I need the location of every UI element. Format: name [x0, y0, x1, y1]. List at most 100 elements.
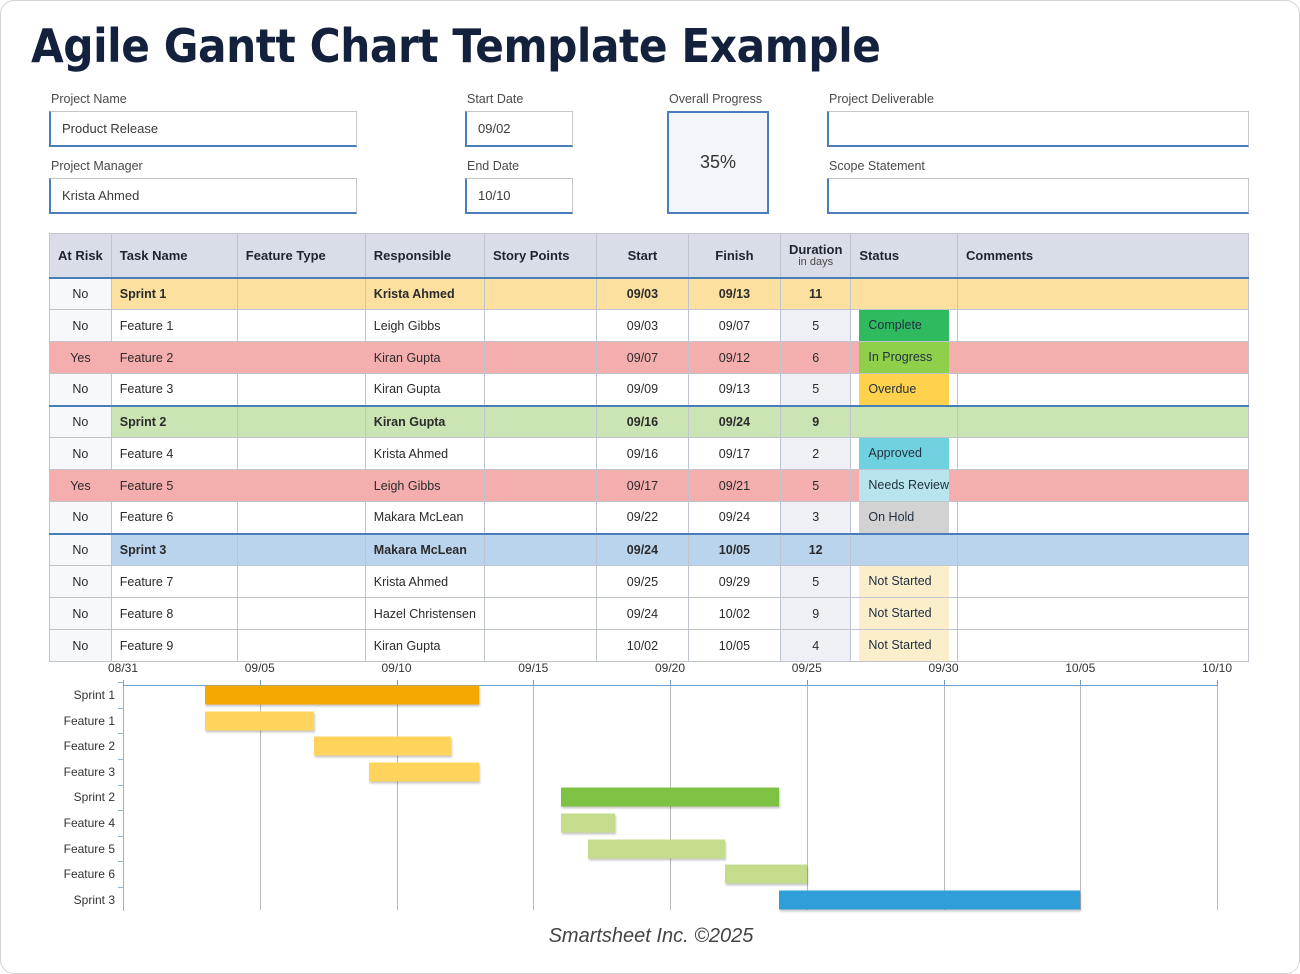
- gantt-row-label: Feature 4: [63, 816, 115, 830]
- cell-duration: 2: [779, 437, 852, 470]
- table-header-row: At Risk Task Name Feature Type Responsib…: [49, 233, 1250, 279]
- cell-task-name: Feature 4: [110, 437, 238, 470]
- gantt-bar[interactable]: [560, 813, 616, 833]
- cell-responsible: Leigh Gibbs: [364, 469, 485, 502]
- cell-task-name: Feature 2: [110, 341, 238, 374]
- cell-status: Not Started: [850, 629, 958, 662]
- gantt-row-label: Sprint 2: [73, 790, 115, 805]
- cell-duration: 5: [779, 565, 852, 598]
- cell-status: Approved: [850, 437, 958, 470]
- col-at-risk-label: At Risk: [58, 247, 103, 263]
- cell-start: 09/16: [595, 404, 689, 438]
- cell-start: 10/02: [595, 629, 689, 662]
- cell-finish: 10/02: [687, 597, 781, 630]
- cell-feature-type: [236, 341, 366, 374]
- start-date-label: Start Date: [467, 92, 524, 106]
- gantt-x-tick: [806, 680, 808, 686]
- cell-finish: 09/13: [687, 276, 781, 310]
- gantt-gridline: [943, 686, 945, 910]
- gantt-y-tick: [118, 707, 123, 709]
- col-at-risk: At Risk: [49, 233, 112, 279]
- gantt-x-tick-label: 09/15: [518, 661, 549, 675]
- gantt-bar[interactable]: [560, 787, 780, 807]
- cell-task-name: Feature 8: [110, 597, 238, 630]
- gantt-gridline: [259, 686, 261, 910]
- cell-duration: 4: [779, 629, 852, 662]
- gantt-bar[interactable]: [724, 864, 807, 884]
- project-deliverable-field[interactable]: [827, 111, 1249, 147]
- cell-start: 09/24: [595, 597, 689, 630]
- cell-status: Needs Review: [850, 469, 958, 502]
- scope-statement-field[interactable]: [827, 178, 1249, 214]
- gantt-gridline: [533, 686, 535, 910]
- cell-start: 09/09: [595, 373, 689, 406]
- cell-story-points: [483, 469, 597, 502]
- col-status: Status: [850, 233, 958, 279]
- status-badge: Complete: [859, 310, 949, 341]
- cell-start: 09/22: [595, 501, 689, 534]
- cell-at-risk: No: [49, 501, 112, 534]
- cell-status: Not Started: [850, 565, 958, 598]
- cell-story-points: [483, 404, 597, 438]
- status-badge: Not Started: [859, 566, 949, 597]
- cell-status: Complete: [850, 309, 958, 342]
- gantt-x-tick-label: 09/05: [244, 661, 275, 675]
- col-responsible: Responsible: [364, 233, 485, 279]
- cell-story-points: [483, 597, 597, 630]
- col-start: Start: [595, 233, 689, 279]
- gantt-row-label: Feature 3: [63, 764, 115, 779]
- gantt-bar[interactable]: [205, 711, 315, 731]
- gantt-y-tick: [118, 733, 123, 735]
- cell-story-points: [483, 373, 597, 406]
- gantt-x-tick: [1080, 680, 1082, 686]
- gantt-bar[interactable]: [587, 839, 725, 859]
- cell-start: 09/16: [595, 437, 689, 470]
- start-date-field[interactable]: 09/02: [465, 111, 573, 147]
- gantt-bar[interactable]: [205, 685, 479, 705]
- project-manager-field[interactable]: Krista Ahmed: [49, 178, 357, 214]
- gantt-bar[interactable]: [779, 890, 1081, 910]
- cell-comments: [956, 404, 1250, 438]
- cell-story-points: [483, 341, 597, 374]
- project-name-field[interactable]: Product Release: [49, 111, 357, 147]
- cell-at-risk: No: [49, 404, 112, 438]
- cell-finish: 09/07: [687, 309, 781, 342]
- cell-feature-type: [236, 276, 366, 310]
- gantt-x-tick-label: 09/30: [928, 661, 959, 675]
- gantt-bar[interactable]: [314, 736, 452, 756]
- cell-finish: 09/12: [687, 341, 781, 374]
- col-task-name: Task Name: [110, 233, 238, 279]
- end-date-field[interactable]: 10/10: [465, 178, 573, 214]
- task-table: At Risk Task Name Feature Type Responsib…: [49, 233, 1250, 662]
- gantt-x-tick: [670, 680, 671, 686]
- cell-at-risk: No: [49, 437, 112, 470]
- cell-responsible: Makara McLean: [364, 532, 485, 566]
- page-title: Agile Gantt Chart Template Example: [31, 19, 881, 73]
- gantt-x-tick-label: 08/31: [107, 661, 139, 675]
- cell-duration: 12: [779, 532, 852, 566]
- gantt-x-tick: [396, 680, 398, 686]
- project-deliverable-label: Project Deliverable: [829, 92, 934, 106]
- status-badge: On Hold: [859, 502, 949, 533]
- cell-start: 09/07: [595, 341, 689, 374]
- cell-finish: 09/17: [687, 437, 781, 470]
- gantt-y-tick: [118, 835, 123, 837]
- cell-responsible: Kiran Gupta: [364, 341, 485, 374]
- cell-comments: [956, 309, 1250, 342]
- gantt-bar[interactable]: [369, 762, 479, 782]
- cell-story-points: [483, 309, 597, 342]
- gantt-y-tick: [118, 784, 123, 786]
